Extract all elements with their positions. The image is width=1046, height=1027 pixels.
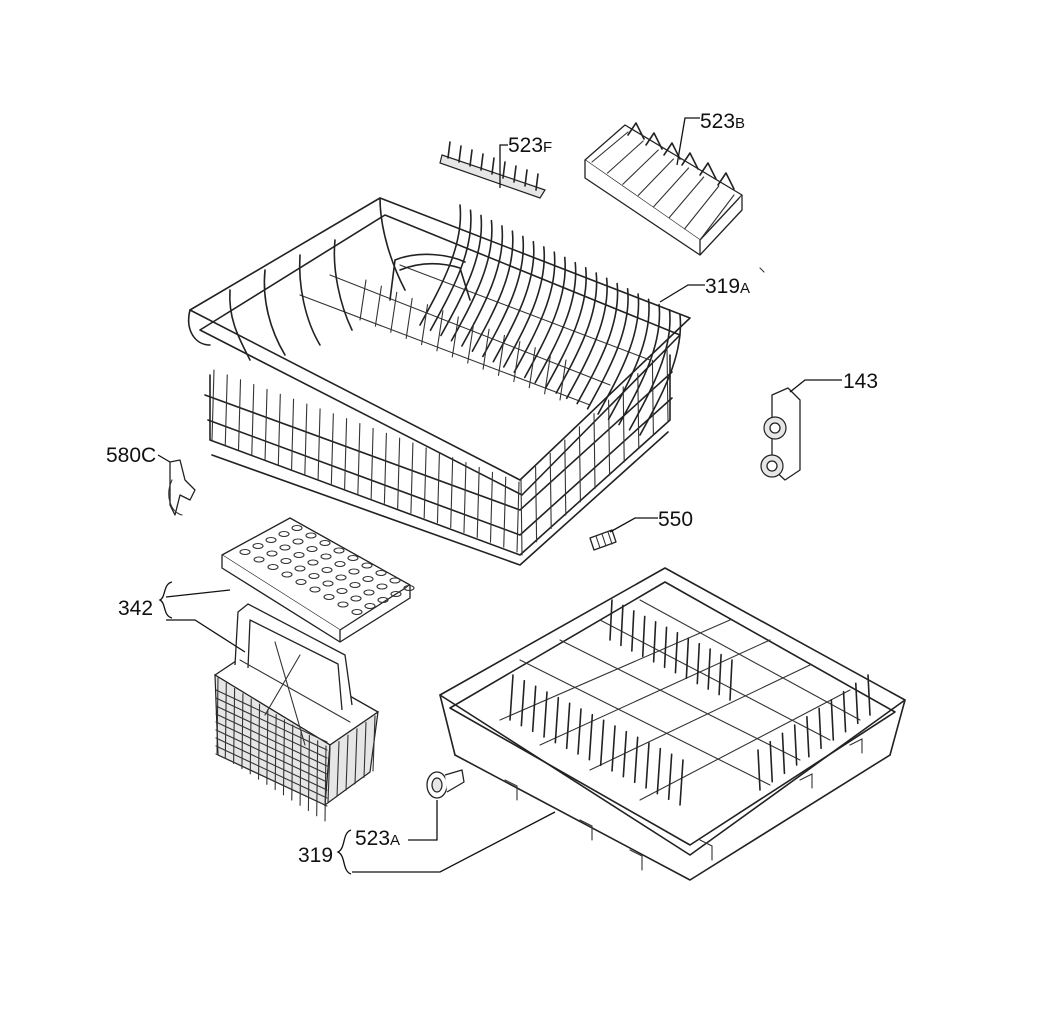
part-523b <box>584 122 743 256</box>
cutlery-basket <box>214 603 379 822</box>
lower-basket <box>439 567 906 881</box>
label-523a: 523A <box>355 827 400 850</box>
label-319: 319 <box>298 844 333 867</box>
label-342: 342 <box>118 597 153 620</box>
part-580c <box>168 459 196 516</box>
upper-basket <box>188 197 691 566</box>
part-523f <box>439 141 546 199</box>
label-319a: 319A <box>705 275 750 298</box>
label-550: 550 <box>658 508 693 531</box>
cutlery-basket-lid <box>221 517 415 643</box>
label-143: 143 <box>843 370 878 393</box>
label-523b: 523B <box>700 110 745 133</box>
label-580c: 580C <box>106 444 156 467</box>
part-523a <box>426 769 465 799</box>
part-550 <box>589 529 617 551</box>
part-143 <box>760 387 801 481</box>
label-523f: 523F <box>508 134 552 157</box>
